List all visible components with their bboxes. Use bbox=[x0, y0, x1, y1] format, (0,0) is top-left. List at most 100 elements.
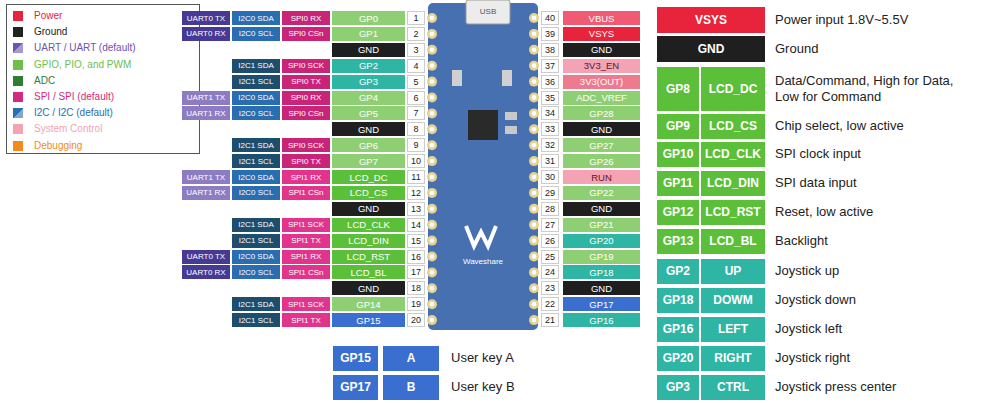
pin-cell: SPI0 SCK bbox=[282, 138, 330, 152]
pin-cell: GP3 bbox=[332, 75, 405, 89]
legend-swatch bbox=[13, 108, 23, 118]
pin-name: LCD_DC bbox=[709, 82, 758, 96]
pin-description: Reset, low active bbox=[775, 204, 990, 220]
pin-name: GP12 bbox=[663, 205, 694, 219]
pin-cell: SPI1 SCK bbox=[282, 218, 330, 232]
pin-cell: GP15 bbox=[332, 313, 405, 327]
pin-name: CTRL bbox=[717, 380, 749, 394]
pin-name: GP8 bbox=[666, 82, 690, 96]
pad bbox=[427, 204, 437, 214]
pin-cell: GP7 bbox=[332, 154, 405, 168]
pin-cell: I2C0 SCL bbox=[232, 106, 280, 120]
pin-name: GP15 bbox=[340, 351, 371, 365]
pin-cell: SPI1 TX bbox=[282, 234, 330, 248]
pin-cell: SPI0 TX bbox=[282, 154, 330, 168]
pin-name: LCD_DIN bbox=[707, 176, 759, 190]
pin-name: GP16 bbox=[589, 315, 613, 326]
pin-cell: GP16 bbox=[563, 313, 640, 327]
pin-name: SPI0 CSn bbox=[288, 109, 323, 118]
pin-cell: SPI1 SCK bbox=[282, 297, 330, 311]
pin-description: Joystick right bbox=[775, 350, 990, 366]
pad bbox=[427, 93, 437, 103]
pad bbox=[529, 77, 539, 87]
pad bbox=[529, 108, 539, 118]
pin-cell: GP9 bbox=[657, 114, 699, 139]
pin-name: VBUS bbox=[589, 13, 615, 24]
legend-text: Power bbox=[34, 10, 62, 21]
pin-description: Joystick left bbox=[775, 321, 990, 337]
pin-description: Chip select, low active bbox=[775, 118, 990, 134]
pin-cell: I2C1 SCL bbox=[232, 313, 280, 327]
pin-name: GND bbox=[591, 283, 612, 294]
pin-cell: GP14 bbox=[332, 297, 405, 311]
component bbox=[502, 70, 512, 86]
pin-cell: SPI1 RX bbox=[282, 170, 330, 184]
pin-cell: DOWM bbox=[701, 288, 765, 313]
pin-name: GP13 bbox=[663, 234, 694, 248]
pin-cell: A bbox=[383, 346, 439, 371]
pad bbox=[427, 77, 437, 87]
legend-text: GPIO, PIO, and PWM bbox=[34, 59, 131, 70]
pin-number: 21 bbox=[541, 313, 559, 327]
pad bbox=[529, 13, 539, 23]
pin-cell: GP2 bbox=[332, 59, 405, 73]
pad bbox=[529, 267, 539, 277]
pad-hole bbox=[532, 111, 537, 116]
silkscreen-text: USB bbox=[468, 7, 508, 17]
legend-swatch bbox=[13, 124, 23, 134]
pin-name: LCD_DIN bbox=[348, 235, 389, 246]
pin-number: 11 bbox=[407, 170, 425, 184]
silkscreen-text: Waveshare bbox=[452, 257, 514, 267]
pin-cell: GP13 bbox=[657, 229, 699, 254]
pin-cell: LCD_RST bbox=[332, 250, 405, 264]
pad-hole bbox=[532, 127, 537, 132]
pin-name: SPI1 CSn bbox=[288, 188, 323, 197]
pad-hole bbox=[532, 270, 537, 275]
pin-cell: GP3 bbox=[657, 375, 699, 400]
pin-number: 19 bbox=[407, 297, 425, 311]
pin-cell: I2C0 SDA bbox=[232, 250, 280, 264]
pad-hole bbox=[430, 318, 435, 323]
pin-name: GP20 bbox=[589, 235, 613, 246]
legend-swatch bbox=[13, 11, 23, 21]
pin-name: LCD_BL bbox=[351, 267, 387, 278]
pin-description: User key A bbox=[451, 350, 571, 366]
pin-cell: GP21 bbox=[563, 218, 640, 232]
pin-name: GP2 bbox=[666, 264, 690, 278]
legend-swatch bbox=[13, 27, 23, 37]
pin-cell: GP19 bbox=[563, 250, 640, 264]
pin-number: 24 bbox=[541, 265, 559, 279]
pin-cell: GND bbox=[563, 281, 640, 295]
pad bbox=[427, 124, 437, 134]
pin-number: 37 bbox=[541, 59, 559, 73]
pin-name: I2C1 SCL bbox=[239, 236, 274, 245]
pad bbox=[427, 156, 437, 166]
pin-cell: GP27 bbox=[563, 138, 640, 152]
pin-cell: GP18 bbox=[563, 265, 640, 279]
pin-number: 29 bbox=[541, 186, 559, 200]
pad bbox=[427, 45, 437, 55]
pin-description: Power input 1.8V~5.5V bbox=[775, 12, 990, 28]
pad bbox=[529, 124, 539, 134]
pad bbox=[529, 140, 539, 150]
pad-hole bbox=[430, 222, 435, 227]
legend-text: System Control bbox=[34, 123, 102, 134]
legend-swatch bbox=[13, 76, 23, 86]
pin-cell: RIGHT bbox=[701, 346, 765, 371]
usb-connector bbox=[466, 0, 510, 24]
pin-description: Backlight bbox=[775, 233, 990, 249]
pad bbox=[427, 108, 437, 118]
pin-cell: LCD_RST bbox=[701, 200, 765, 225]
pin-name: GP17 bbox=[589, 299, 613, 310]
pad-hole bbox=[532, 206, 537, 211]
pad-hole bbox=[430, 143, 435, 148]
pin-cell: SPI0 CSn bbox=[282, 27, 330, 41]
pin-description: Data/Command, High for Data, Low for Com… bbox=[775, 73, 980, 104]
pin-name: LCD_BL bbox=[709, 234, 756, 248]
pin-name: GND bbox=[698, 42, 725, 56]
pin-name: LCD_CS bbox=[350, 187, 388, 198]
pin-name: UART1 TX bbox=[187, 93, 225, 102]
pin-name: SPI1 RX bbox=[291, 252, 322, 261]
pad bbox=[529, 220, 539, 230]
pin-name: I2C0 SCL bbox=[239, 109, 274, 118]
